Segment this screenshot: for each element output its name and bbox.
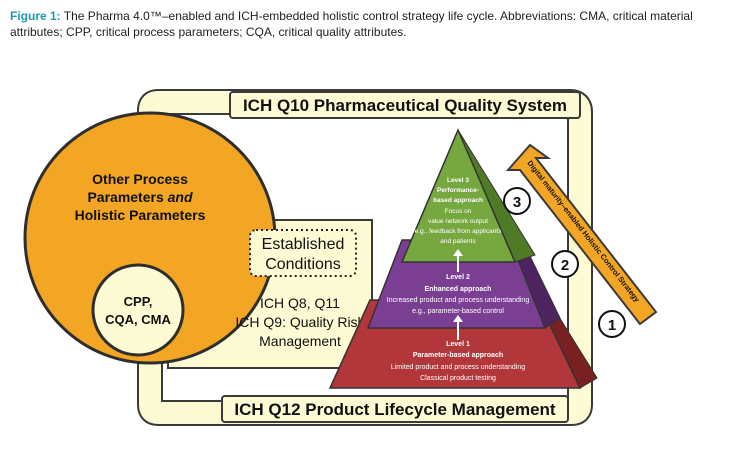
level2-badge [551,250,579,278]
outer-circle-line2: Parameters and [87,189,193,205]
level-up-arrowhead-1 [453,315,463,322]
q12-banner-text: ICH Q12 Product Lifecycle Management [234,400,556,419]
level1-badge-number: 1 [608,317,616,334]
level2-badge-number: 2 [561,257,569,274]
inner-circle-line1: CPP, [124,294,153,309]
digital-maturity-arrow [505,143,658,326]
level1-line2: Parameter-based approach [413,352,503,359]
level-up-arrowhead-2 [453,249,463,256]
level3-line6: e.g., feedback from applicants [415,228,502,235]
outer-circle-line3: Holistic Parameters [75,207,206,223]
caption-label: Figure 1: [10,9,61,23]
level2-line2: Enhanced approach [425,286,492,293]
level3-badge-number: 3 [513,194,521,211]
outer-circle-line2b: and [168,189,193,205]
established-conditions-box [249,229,357,277]
level3-badge [503,187,531,215]
level1-badge [598,310,626,338]
level3-line2: Performance- [437,187,479,194]
figure-caption: Figure 1: The Pharma 4.0™–enabled and IC… [10,8,730,40]
level3-line3: based approach [433,197,483,204]
level1-line3: Limited product and process understandin… [391,364,525,371]
established-line1: Established [262,236,345,253]
level2-line4: e.g., parameter-based control [412,308,504,315]
guideline-line3: Management [259,333,341,349]
critical-parameters-circle [91,263,185,357]
outer-circle-line1: Other Process [92,171,188,187]
q10-banner-text: ICH Q10 Pharmaceutical Quality System [243,96,567,115]
level3-line1: Level 3 [447,177,469,184]
guideline-line2: ICH Q9: Quality Risk [235,314,365,330]
outer-circle-line2a: Parameters [87,189,167,205]
lifecycle-loop-fill [139,91,591,424]
inner-circle-line2: CQA, CMA [105,312,171,327]
q12-banner [221,395,569,423]
level3-line7: and patients [440,238,476,245]
caption-text: The Pharma 4.0™–enabled and ICH-embedded… [10,9,693,39]
level2-line1: Level 2 [446,274,470,281]
q10-banner [229,91,581,119]
level3-line5: value network output [428,218,488,225]
level2-line3: Increased product and process understand… [387,297,530,304]
guideline-line1: ICH Q8, Q11 [260,295,340,311]
level3-line4: Focus on [445,208,472,215]
established-line2: Conditions [265,256,341,273]
level1-line1: Level 1 [446,341,470,348]
level1-line4: Classical product testing [420,375,496,382]
